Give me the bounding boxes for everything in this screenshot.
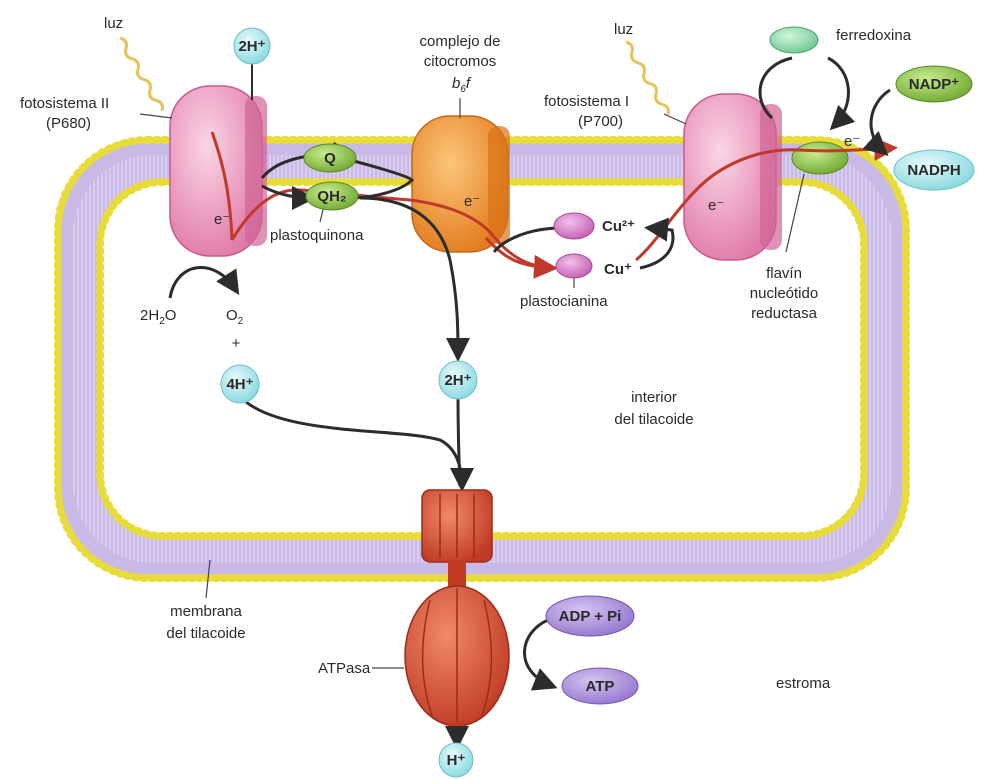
svg-text:H⁺: H⁺ — [447, 752, 466, 769]
electron-label-ps2: e⁻ — [214, 211, 230, 228]
photosystem-ii — [170, 86, 267, 256]
ps1-label-line1: fotosistema I — [544, 93, 629, 110]
h-bottom-bubble: H⁺ — [439, 743, 473, 777]
nadp-bubble: NADP⁺ — [896, 66, 972, 102]
nadph-bubble: NADPH — [894, 150, 974, 190]
ps1-pointer — [664, 114, 686, 124]
atpasa-label: ATPasa — [318, 660, 371, 677]
svg-text:QH₂: QH₂ — [317, 188, 346, 205]
q-bubble: Q — [304, 144, 356, 172]
interior-label-2: del tilacoide — [614, 411, 693, 428]
cyt-label-line1: complejo de — [420, 33, 501, 50]
ps2-label-line2: (P680) — [46, 115, 91, 132]
svg-text:Q: Q — [324, 150, 336, 167]
atp-bubble: ATP — [562, 668, 638, 704]
ferredoxina-label: ferredoxina — [836, 27, 912, 44]
luz-left-label: luz — [104, 15, 123, 32]
estroma-label: estroma — [776, 675, 831, 692]
cyt-label-line2: citocromos — [424, 53, 497, 70]
ps2-pointer — [140, 114, 172, 118]
plastocianina-label: plastocianina — [520, 293, 608, 310]
photosystem-i — [684, 94, 782, 260]
h2-mid-bubble: 2H⁺ — [439, 361, 477, 399]
svg-text:2H⁺: 2H⁺ — [444, 372, 471, 389]
light-ray-left — [117, 37, 164, 113]
svg-text:ATP: ATP — [586, 678, 615, 695]
luz-right-label: luz — [614, 21, 633, 38]
svg-text:4H⁺: 4H⁺ — [226, 376, 253, 393]
svg-text:2H⁺: 2H⁺ — [238, 38, 265, 55]
cu1-bubble — [556, 254, 592, 278]
ferredoxin-bubble — [770, 27, 818, 53]
plastoquinona-label: plastoquinona — [270, 227, 364, 244]
h2-top-bubble: 2H⁺ — [234, 28, 270, 64]
flavin-reductase-shape — [792, 142, 848, 174]
nadp-arrow — [871, 90, 890, 152]
interior-label-1: interior — [631, 389, 677, 406]
cu2-bubble — [554, 213, 594, 239]
light-ray-right — [623, 41, 670, 117]
cyt-label-line3: b6f — [452, 75, 472, 95]
adp-to-atp-arrow — [524, 620, 552, 686]
membrana-label-1: membrana — [170, 603, 242, 620]
plus-label: + — [232, 335, 241, 352]
cu2-label: Cu²⁺ — [602, 218, 635, 235]
cytochrome-b6f-complex — [412, 116, 510, 252]
electron-label-ps1: e⁻ — [708, 197, 724, 214]
electron-label-cyt: e⁻ — [464, 193, 480, 210]
cu1-label: Cu⁺ — [604, 261, 632, 278]
adp-bubble: ADP + Pi — [546, 596, 634, 636]
ps1-label-line2: (P700) — [578, 113, 623, 130]
flavin-label-1: flavín — [766, 265, 802, 282]
flavin-label-2: nucleótido — [750, 285, 818, 302]
membrana-label-2: del tilacoide — [166, 625, 245, 642]
svg-text:ADP + Pi: ADP + Pi — [559, 608, 622, 625]
qh2-bubble: QH₂ — [306, 182, 358, 210]
flavin-label-3: reductasa — [751, 305, 818, 322]
h4-bubble: 4H⁺ — [221, 365, 259, 403]
electron-label-nadp: e⁻ — [844, 133, 860, 150]
svg-text:NADP⁺: NADP⁺ — [909, 76, 960, 93]
svg-text:NADPH: NADPH — [907, 162, 960, 179]
ps2-label-line1: fotosistema II — [20, 95, 109, 112]
